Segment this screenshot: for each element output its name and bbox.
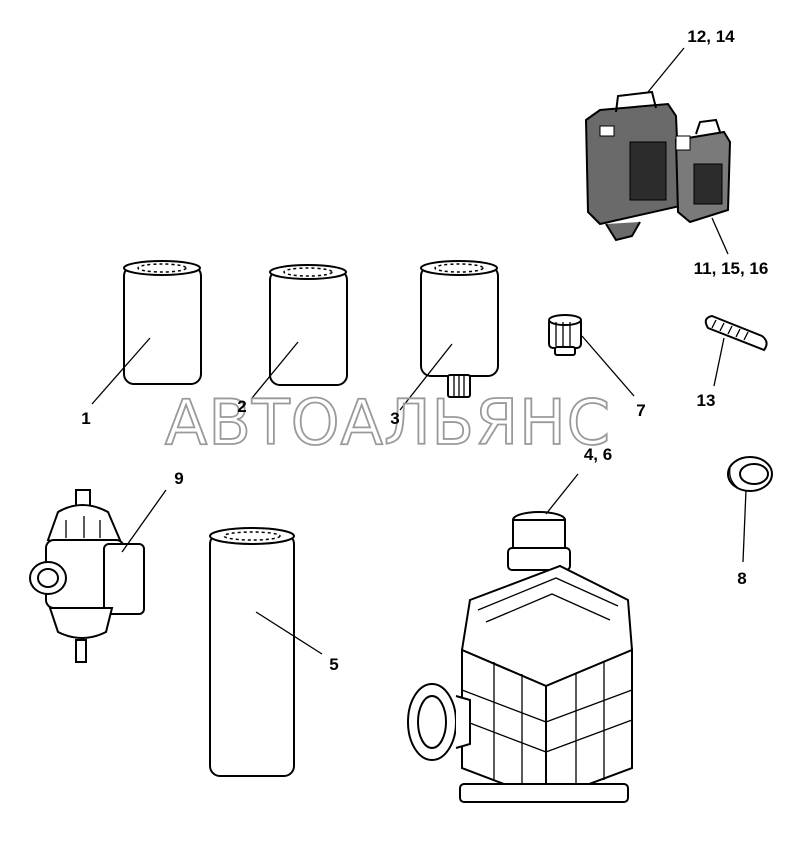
cap-8	[727, 456, 773, 492]
filter-1	[123, 260, 202, 385]
filter-5	[209, 527, 295, 777]
callout-12-14: 12, 14	[687, 27, 735, 46]
oil-canisters	[584, 90, 732, 242]
filter-3	[420, 260, 499, 398]
callout-13: 13	[697, 391, 716, 410]
callout-7: 7	[636, 401, 645, 420]
rod-13	[704, 314, 768, 352]
callout-3: 3	[390, 409, 399, 428]
filter-2	[269, 264, 348, 386]
callout-2: 2	[237, 397, 246, 416]
callout-5: 5	[329, 655, 338, 674]
plug-7	[548, 314, 582, 356]
callout-11-15-16: 11, 15, 16	[694, 259, 769, 278]
watermark-text: АВТОАЛЬЯНС	[165, 386, 611, 459]
separator-9	[29, 489, 145, 663]
callout-9: 9	[174, 469, 183, 488]
leader-lines	[91, 47, 747, 655]
callout-1: 1	[81, 409, 90, 428]
callout-8: 8	[737, 569, 746, 588]
callout-4-6: 4, 6	[584, 445, 612, 464]
air-filter-housing	[407, 511, 634, 803]
